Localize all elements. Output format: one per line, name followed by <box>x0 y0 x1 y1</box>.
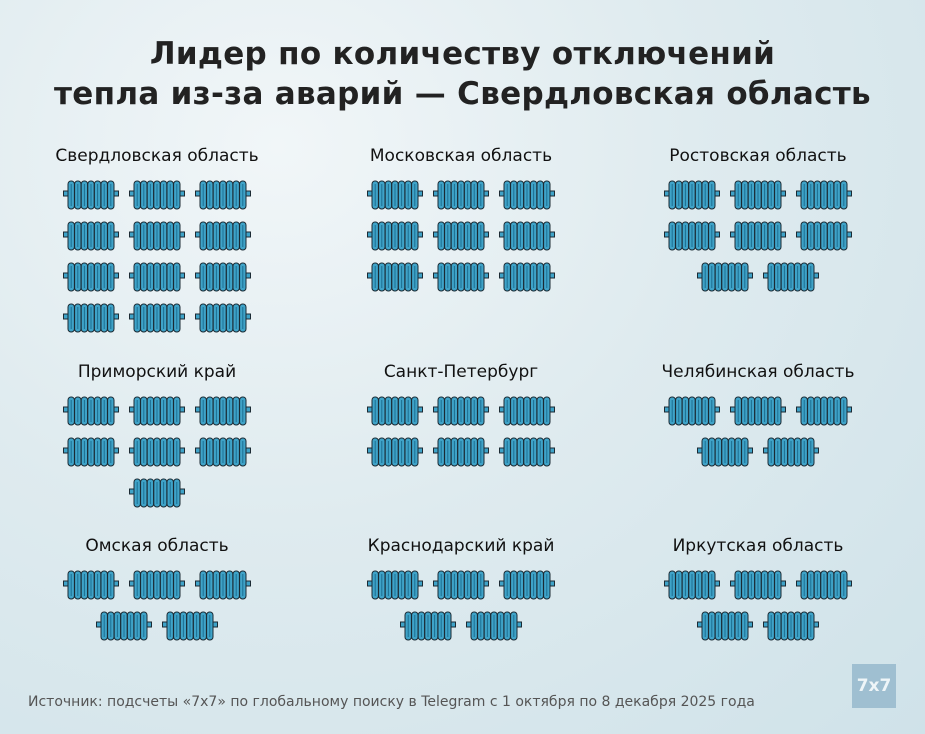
radiator-count-9 <box>361 180 561 292</box>
radiator-icon <box>664 570 720 600</box>
radiator-icon <box>433 396 489 426</box>
radiator-icon <box>195 221 251 251</box>
radiator-icon <box>195 303 251 333</box>
radiator-count-7 <box>57 396 257 508</box>
region-name: Свердловская область <box>55 146 259 166</box>
radiator-icon <box>367 221 423 251</box>
radiator-icon <box>162 611 218 641</box>
radiator-icon <box>499 221 555 251</box>
radiator-icon <box>195 262 251 292</box>
radiator-icon <box>763 611 819 641</box>
radiator-icon <box>697 437 753 467</box>
region-name: Омская область <box>85 536 229 556</box>
radiator-icon <box>129 570 185 600</box>
radiator-icon <box>763 437 819 467</box>
radiator-icon <box>129 221 185 251</box>
region-block: Ростовская область <box>608 144 908 292</box>
radiator-icon <box>796 180 852 210</box>
region-block: Санкт-Петербург <box>311 360 611 467</box>
radiator-icon <box>730 396 786 426</box>
radiator-icon <box>367 180 423 210</box>
radiator-count-5 <box>658 396 858 467</box>
region-name: Краснодарский край <box>367 536 555 556</box>
region-block: Свердловская область <box>7 144 307 333</box>
radiator-icon <box>129 396 185 426</box>
radiator-icon <box>63 437 119 467</box>
radiator-icon <box>697 611 753 641</box>
radiator-icon <box>367 396 423 426</box>
radiator-icon <box>367 262 423 292</box>
radiator-icon <box>730 221 786 251</box>
region-name: Челябинская область <box>661 362 855 382</box>
radiator-icon <box>367 570 423 600</box>
radiator-icon <box>796 396 852 426</box>
radiator-icon <box>63 262 119 292</box>
radiator-icon <box>195 396 251 426</box>
region-block: Московская область <box>311 144 611 292</box>
radiator-icon <box>499 262 555 292</box>
region-block: Приморский край <box>7 360 307 508</box>
radiator-icon <box>664 221 720 251</box>
radiator-count-12 <box>57 180 257 333</box>
region-name: Санкт-Петербург <box>383 362 539 382</box>
radiator-count-5 <box>361 570 561 641</box>
radiator-icon <box>63 303 119 333</box>
radiator-icon <box>499 570 555 600</box>
radiator-icon <box>730 570 786 600</box>
region-name: Московская область <box>369 146 553 166</box>
logo-7x7: 7x7 <box>852 664 896 708</box>
radiator-icon <box>664 180 720 210</box>
region-name: Приморский край <box>77 362 237 382</box>
title-line-1: Лидер по количеству отключений <box>149 36 776 72</box>
radiator-icon <box>730 180 786 210</box>
radiator-icon <box>433 180 489 210</box>
region-name: Иркутская область <box>672 536 844 556</box>
radiator-icon <box>433 262 489 292</box>
radiator-icon <box>433 570 489 600</box>
radiator-icon <box>796 221 852 251</box>
radiator-icon <box>63 570 119 600</box>
radiator-icon <box>195 437 251 467</box>
radiator-icon <box>129 180 185 210</box>
radiator-icon <box>195 180 251 210</box>
region-block: Омская область <box>7 534 307 641</box>
radiator-icon <box>129 478 185 508</box>
radiator-icon <box>697 262 753 292</box>
radiator-count-5 <box>57 570 257 641</box>
radiator-icon <box>96 611 152 641</box>
radiator-icon <box>499 180 555 210</box>
radiator-icon <box>129 262 185 292</box>
source-note: Источник: подсчеты «7x7» по глобальному … <box>28 694 755 710</box>
radiator-icon <box>129 303 185 333</box>
radiator-icon <box>664 396 720 426</box>
radiator-count-8 <box>658 180 858 292</box>
radiator-icon <box>195 570 251 600</box>
radiator-icon <box>763 262 819 292</box>
radiator-icon <box>466 611 522 641</box>
radiator-count-6 <box>361 396 561 467</box>
radiator-icon <box>63 396 119 426</box>
title-line-2: тепла из-за аварий — Свердловская област… <box>54 76 871 112</box>
region-block: Краснодарский край <box>311 534 611 641</box>
radiator-icon <box>499 396 555 426</box>
region-block: Иркутская область <box>608 534 908 641</box>
radiator-count-5 <box>658 570 858 641</box>
radiator-icon <box>796 570 852 600</box>
chart-title: Лидер по количеству отключений тепла из-… <box>0 34 925 114</box>
radiator-icon <box>400 611 456 641</box>
radiator-icon <box>433 437 489 467</box>
radiator-icon <box>129 437 185 467</box>
radiator-icon <box>433 221 489 251</box>
radiator-icon <box>63 221 119 251</box>
radiator-icon <box>367 437 423 467</box>
region-block: Челябинская область <box>608 360 908 467</box>
region-name: Ростовская область <box>669 146 847 166</box>
radiator-icon <box>499 437 555 467</box>
radiator-icon <box>63 180 119 210</box>
